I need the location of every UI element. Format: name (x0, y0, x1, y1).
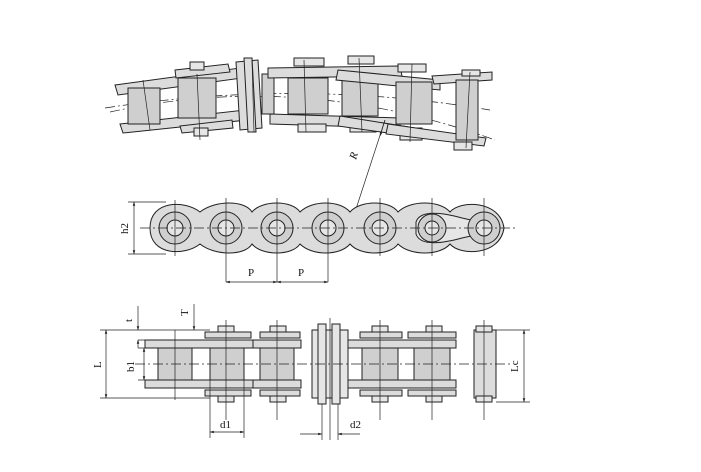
curved-link-5 (385, 69, 493, 151)
plan-view: t T L b1 Lc d1 d2 (92, 304, 530, 440)
radius-pointer: R (347, 119, 386, 213)
connecting-length-label: Lc (509, 360, 521, 372)
pitch-label-2: P (298, 267, 304, 279)
curved-connecting-link (235, 57, 275, 133)
side-elevation-view: h2 P P (119, 198, 515, 284)
radius-label: R (347, 151, 361, 162)
thickness-t-label: t (123, 319, 135, 322)
curved-chain-view (104, 55, 496, 151)
inner-width-label: b1 (125, 361, 137, 372)
curved-link-1 (114, 67, 248, 134)
thickness-T-label: T (179, 309, 191, 316)
roller-diameter-label: d1 (220, 419, 231, 431)
overall-length-label: L (92, 361, 104, 368)
height-label: h2 (119, 223, 131, 234)
pitch-label-1: P (248, 267, 254, 279)
curved-link-2 (174, 61, 234, 137)
pin-diameter-label: d2 (350, 419, 361, 431)
